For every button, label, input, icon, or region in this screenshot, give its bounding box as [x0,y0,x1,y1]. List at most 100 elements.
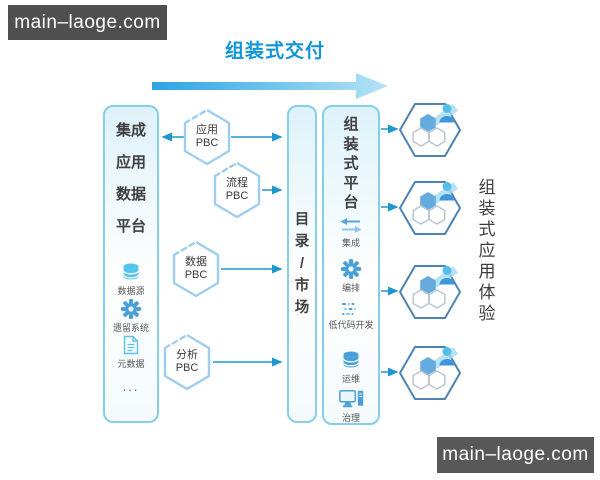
catalog-char: / [299,256,305,272]
workstation-icon [338,390,363,408]
data-platform-title-line2: 应用 [115,154,146,171]
pbc-process-line1: 流程 [226,177,248,189]
experience-char: 验 [478,304,496,323]
ellipsis-text: ... [122,379,140,394]
gear-icon [121,299,141,319]
experience-char: 式 [478,220,496,239]
swoosh-band [432,104,458,126]
swoosh-band [432,266,458,288]
experience-hexagon-1 [399,101,461,159]
watermark-bottom-text: main–laoge.com [442,444,589,465]
document-icon [123,335,139,355]
inner-hexagon-outline [428,127,446,147]
lowcode-label: 低代码开发 [328,320,374,330]
catalog-market-bar: 目 录 / 市 场 [287,105,317,423]
experience-hexagon-shape [399,181,461,235]
pbc-data-line2: PBC [184,269,208,281]
pbc-analysis-line1: 分析 [176,349,198,361]
datasource-item: 数据源 [105,262,157,297]
composable-platform-title: 组 装 式 平 台 [324,115,378,213]
inner-hexagon-outline [412,289,430,309]
governance-label: 治理 [341,413,360,423]
catalog-char: 场 [294,300,310,316]
operations-item: 运维 [324,350,378,385]
person-icon [439,347,455,366]
experience-hexagon-2 [399,179,461,237]
platform-title-char: 平 [343,174,359,192]
experience-char: 应 [478,241,496,260]
operations-label: 运维 [341,374,360,384]
person-icon [439,104,455,123]
hexagon-shape [213,161,261,219]
inner-hexagon-outline [412,205,430,225]
integration-label: 集成 [341,238,360,248]
pbc-node-application: 应用 PBC [181,108,233,166]
hexagon-shape [163,333,211,391]
experience-hexagon-shape [399,346,461,400]
platform-title-char: 组 [343,116,359,133]
platform-title-char: 式 [343,155,359,172]
data-platform-title: 集成 应用 数据 平台 [105,115,157,243]
experience-char: 用 [478,262,496,281]
platform-title-char: 台 [343,194,359,211]
experience-char: 装 [478,199,496,218]
inner-hexagon-outline [428,205,446,225]
hexagon-shape [172,240,220,298]
person-icon [439,182,455,201]
inner-hexagon-outline [428,370,446,390]
pbc-node-analysis: 分析 PBC [161,333,213,391]
datasource-label: 数据源 [117,286,145,296]
experience-char: 体 [478,283,496,302]
orchestration-label: 编排 [341,283,360,293]
watermark-top: main–laoge.com [8,5,167,40]
experience-hexagon-3 [399,263,461,321]
catalog-char: 市 [294,278,310,294]
inner-hexagon-outline [412,370,430,390]
inner-hexagon-filled [420,192,436,210]
experience-char: 组 [478,178,496,197]
catalog-char: 录 [294,234,310,250]
inner-hexagon-filled [420,276,436,294]
pbc-application-line1: 应用 [196,124,218,136]
experience-hexagon-shape [399,265,461,319]
delivery-arrow [152,73,388,99]
inner-hexagon-filled [420,357,436,375]
sync-arrows-icon [340,218,362,233]
data-platform-panel: 集成 应用 数据 平台 数据源 [103,105,159,423]
gear-icon [341,259,361,279]
inner-hexagon-outline [428,289,446,309]
composable-platform-panel: 组 装 式 平 台 集成 [322,105,380,425]
experience-caption: 组 装 式 应 用 体 验 [470,177,504,324]
database-icon [122,263,140,280]
pbc-data-line1: 数据 [185,256,207,268]
pbc-application-line2: PBC [195,137,219,149]
database-icon [342,351,360,368]
platform-title-char: 装 [343,135,359,153]
page-title: 组装式交付 [224,41,325,62]
governance-item: 治理 [324,390,378,424]
catalog-market-label: 目 录 / 市 场 [289,209,315,319]
catalog-char: 目 [294,212,310,228]
code-icon [342,303,356,315]
watermark-bottom: main–laoge.com [437,437,594,473]
experience-hexagon-4 [399,344,461,402]
lowcode-item: 低代码开发 [324,303,378,331]
data-platform-title-line4: 平台 [115,218,146,235]
hexagon-shape [183,108,231,166]
legacy-system-item: 遗留系统 [105,299,157,334]
orchestration-item: 编排 [324,259,378,294]
person-icon [439,266,455,285]
inner-hexagon-outline [412,127,430,147]
inner-hexagon-filled [420,114,436,132]
pbc-process-line2: PBC [225,190,249,202]
metadata-label: 元数据 [117,359,145,369]
pbc-node-process: 流程 PBC [211,161,263,219]
integration-item: 集成 [324,217,378,249]
watermark-top-text: main–laoge.com [14,11,161,33]
more-items: ... [105,379,157,394]
metadata-item: 元数据 [105,335,157,370]
experience-hexagon-shape [399,103,461,157]
pbc-node-data: 数据 PBC [170,240,222,298]
